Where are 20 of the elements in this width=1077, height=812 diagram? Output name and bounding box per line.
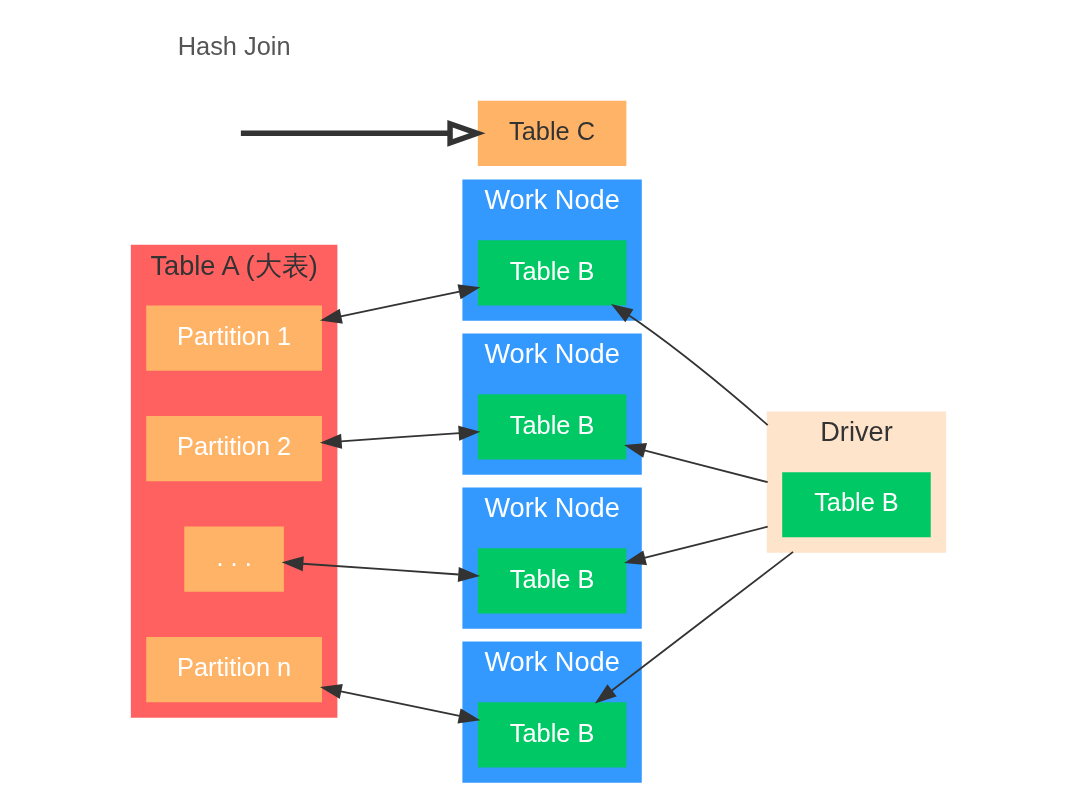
node-box: Partition 1 — [146, 305, 322, 371]
arrow — [319, 425, 481, 449]
label: Hash Join — [177, 31, 291, 60]
node-box: Table C — [477, 100, 627, 166]
arrow — [281, 556, 480, 583]
node-box: Table B — [782, 472, 931, 538]
node-box: Table B — [477, 702, 627, 768]
arrow — [319, 684, 481, 724]
node-box: Partition 2 — [146, 415, 322, 482]
arrow — [240, 119, 486, 147]
node-box: Table B — [477, 394, 627, 460]
node-box: Partition n — [146, 637, 322, 703]
arrow — [624, 443, 769, 484]
node-box: Table B — [477, 240, 627, 306]
arrow — [319, 284, 481, 324]
node-box: . . . — [184, 526, 284, 592]
arrow — [624, 525, 769, 566]
arrow — [594, 550, 794, 704]
arrow — [610, 304, 769, 426]
node-box: Table B — [477, 548, 627, 614]
